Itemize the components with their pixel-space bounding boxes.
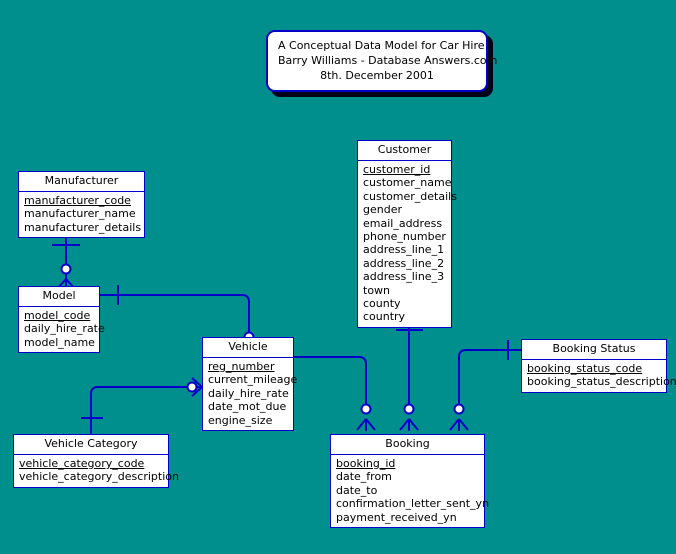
entity-title: Model	[19, 287, 99, 307]
entity-attribute-list: model_code daily_hire_rate model_name	[19, 307, 105, 352]
entity-title: Booking Status	[522, 340, 666, 360]
attribute-daily-hire-rate: daily_hire_rate	[208, 386, 289, 400]
attribute-address-line-2: address_line_2	[363, 256, 445, 270]
entity-title: Vehicle	[203, 338, 293, 358]
diagram-title-card: A Conceptual Data Model for Car Hire Bar…	[266, 30, 498, 92]
attribute-booking-status-code: booking_status_code	[527, 362, 643, 375]
attribute-county: county	[363, 297, 401, 311]
attribute-confirmation-letter-sent-yn: confirmation_letter_sent_yn	[336, 497, 490, 511]
entity-model[interactable]: Model model_code daily_hire_rate model_n…	[18, 286, 105, 354]
attribute-payment-received-yn: payment_received_yn	[336, 510, 457, 524]
attribute-address-line-1: address_line_1	[363, 243, 445, 257]
entity-attribute-list: customer_id customer_name customer_detai…	[358, 161, 457, 327]
attribute-customer-details: customer_details	[363, 189, 457, 203]
attribute-current-mileage: current_mileage	[208, 373, 298, 387]
entity-vehicle[interactable]: Vehicle reg_number current_mileage daily…	[202, 337, 298, 432]
entity-attribute-list: manufacturer_code manufacturer_name manu…	[19, 192, 144, 237]
attribute-country: country	[363, 310, 406, 324]
diagram-title-line-1: A Conceptual Data Model for Car Hire	[278, 39, 485, 52]
entity-attribute-list: reg_number current_mileage daily_hire_ra…	[203, 358, 298, 430]
attribute-model-code: model_code	[24, 309, 91, 322]
attribute-gender: gender	[363, 203, 402, 217]
attribute-phone-number: phone_number	[363, 230, 446, 244]
attribute-vehicle-category-description: vehicle_category_description	[19, 470, 179, 484]
relationship-customer-booking	[396, 317, 423, 431]
entity-attribute-list: booking_status_code booking_status_descr…	[522, 360, 676, 392]
attribute-model-name: model_name	[24, 335, 95, 349]
entity-title: Customer	[358, 141, 451, 161]
diagram-title-line-2: Barry Williams - Database Answers.com	[278, 54, 498, 67]
entity-manufacturer[interactable]: Manufacturer manufacturer_code manufactu…	[18, 171, 145, 239]
attribute-date-from: date_from	[336, 470, 392, 484]
attribute-town: town	[363, 283, 391, 297]
entity-title: Booking	[331, 435, 484, 455]
relationship-vehicle-category-vehicle	[81, 377, 203, 434]
entity-attribute-list: vehicle_category_code vehicle_category_d…	[14, 455, 179, 487]
attribute-engine-size: engine_size	[208, 413, 273, 427]
attribute-date-to: date_to	[336, 483, 378, 497]
entity-vehicle-category[interactable]: Vehicle Category vehicle_category_code v…	[13, 434, 179, 488]
relationship-manufacturer-model	[52, 233, 80, 291]
attribute-booking-status-description: booking_status_description	[527, 375, 676, 389]
attribute-customer-id: customer_id	[363, 163, 431, 176]
entity-title: Vehicle Category	[14, 435, 168, 455]
entity-title: Manufacturer	[19, 172, 144, 192]
attribute-reg-number: reg_number	[208, 360, 275, 373]
entity-booking[interactable]: Booking booking_id date_from date_to con…	[330, 434, 490, 529]
diagram-title-line-3: 8th. December 2001	[320, 69, 434, 82]
attribute-vehicle-category-code: vehicle_category_code	[19, 457, 145, 470]
entity-customer[interactable]: Customer customer_id customer_name custo…	[357, 140, 457, 328]
attribute-address-line-3: address_line_3	[363, 270, 445, 284]
attribute-booking-id: booking_id	[336, 457, 396, 470]
relationship-booking-status-booking	[449, 340, 521, 431]
entity-attribute-list: booking_id date_from date_to confirmatio…	[331, 455, 490, 527]
relationship-vehicle-booking	[294, 356, 376, 431]
attribute-date-mot-due: date_mot_due	[208, 400, 287, 414]
attribute-manufacturer-name: manufacturer_name	[24, 207, 136, 221]
attribute-manufacturer-details: manufacturer_details	[24, 220, 142, 234]
entity-booking-status[interactable]: Booking Status booking_status_code booki…	[521, 339, 676, 393]
attribute-manufacturer-code: manufacturer_code	[24, 194, 131, 207]
attribute-customer-name: customer_name	[363, 176, 452, 190]
attribute-email-address: email_address	[363, 216, 443, 230]
attribute-daily-hire-rate: daily_hire_rate	[24, 322, 105, 336]
